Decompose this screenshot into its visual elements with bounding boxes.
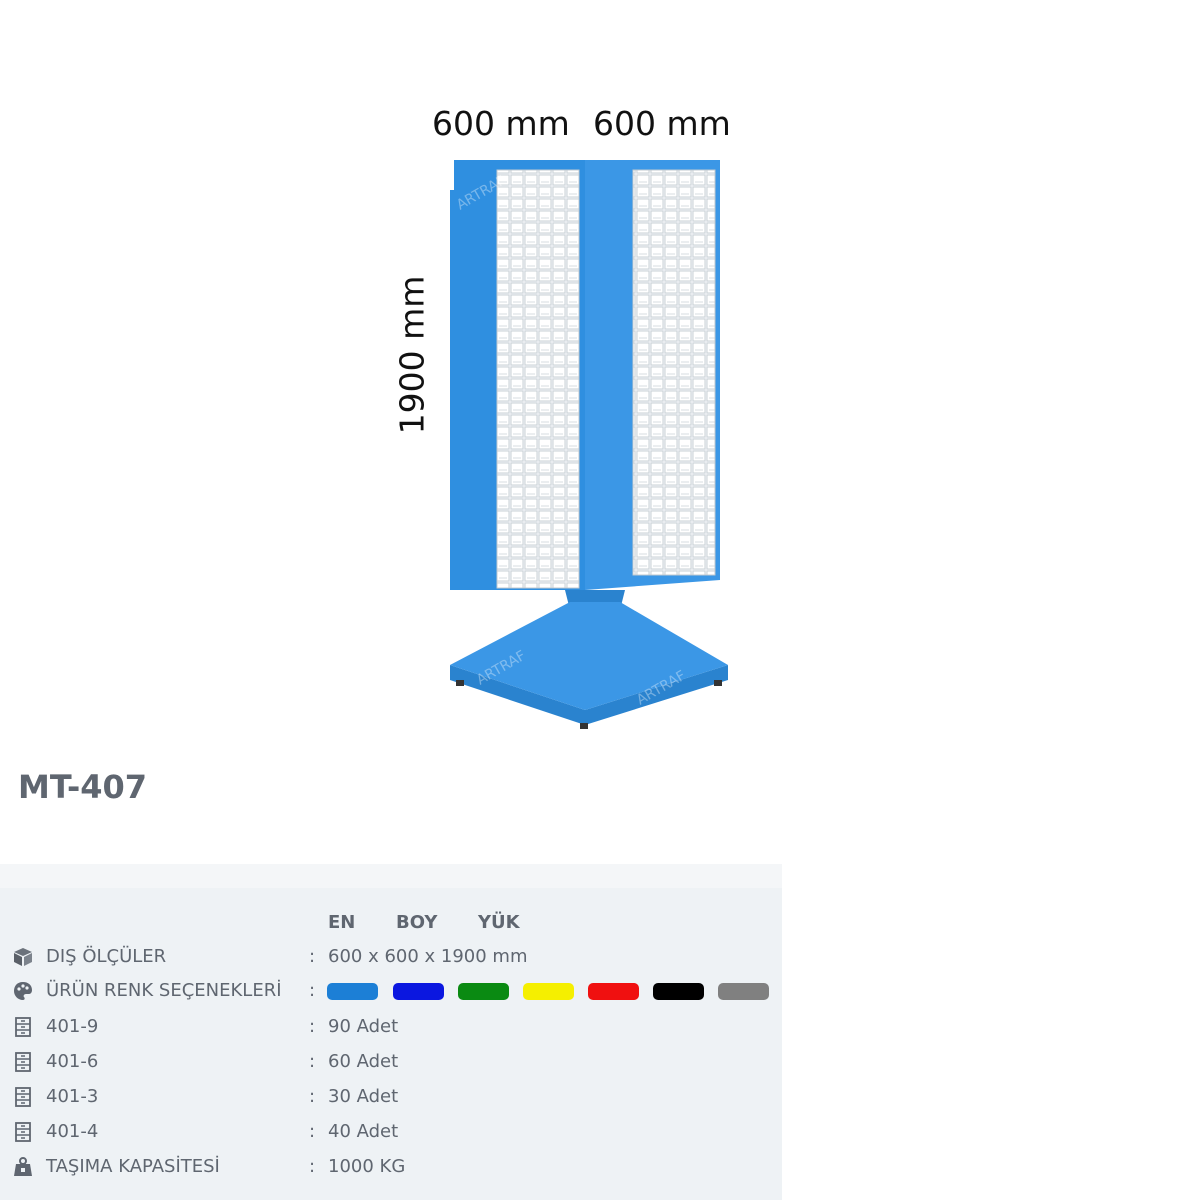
spec-value: 600 x 600 x 1900 mm <box>328 946 528 967</box>
bin-rack-left <box>496 169 580 589</box>
drawer-icon <box>15 1052 31 1072</box>
color-swatch-red[interactable] <box>588 983 639 1000</box>
color-swatch-blue[interactable] <box>327 983 378 1000</box>
drawer-icon <box>15 1017 31 1037</box>
color-swatch-dark-blue[interactable] <box>393 983 444 1000</box>
separator: : <box>309 1051 316 1072</box>
column-header-en: EN <box>328 912 356 933</box>
model-title: MT-407 <box>18 768 148 806</box>
color-swatch-gray[interactable] <box>718 983 769 1000</box>
color-swatch-black[interactable] <box>653 983 704 1000</box>
spec-panel: EN BOY YÜK DIŞ ÖLÇÜLER : 600 x 600 x 190… <box>0 864 782 1200</box>
spec-row-colors: ÜRÜN RENK SEÇENEKLERİ : <box>0 976 782 1006</box>
spec-row-capacity: TAŞIMA KAPASİTESİ : 1000 KG <box>0 1152 782 1182</box>
palette-icon <box>14 982 32 1000</box>
spec-label: 401-6 <box>46 1051 99 1072</box>
product-image: ARTRAF ARTRAF ARTRAF <box>450 160 728 729</box>
spec-value: 60 Adet <box>328 1051 399 1072</box>
spec-label: 401-9 <box>46 1016 99 1037</box>
separator: : <box>309 1121 316 1142</box>
spec-value: 40 Adet <box>328 1121 399 1142</box>
spec-value: 90 Adet <box>328 1016 399 1037</box>
spec-label: ÜRÜN RENK SEÇENEKLERİ <box>46 980 282 1001</box>
spec-row-dimensions: DIŞ ÖLÇÜLER : 600 x 600 x 1900 mm <box>0 942 782 972</box>
spec-row-401-9: 401-9 : 90 Adet <box>0 1012 782 1042</box>
drawer-icon <box>15 1087 31 1107</box>
height-dimension-label: 1900 mm <box>392 275 432 435</box>
column-header-boy: BOY <box>396 912 438 933</box>
spec-label: TAŞIMA KAPASİTESİ <box>46 1156 220 1177</box>
width-dimension-label: 600 mm <box>432 104 570 143</box>
separator: : <box>309 946 316 967</box>
column-header-yuk: YÜK <box>478 912 520 933</box>
spec-row-401-6: 401-6 : 60 Adet <box>0 1047 782 1077</box>
spec-label: DIŞ ÖLÇÜLER <box>46 946 167 967</box>
drawer-icon <box>15 1122 31 1142</box>
spec-value: 30 Adet <box>328 1086 399 1107</box>
weight-icon <box>14 1157 32 1176</box>
spec-value: 1000 KG <box>328 1156 406 1177</box>
separator: : <box>309 1086 316 1107</box>
bin-rack-right <box>632 169 716 576</box>
color-swatch-yellow[interactable] <box>523 983 574 1000</box>
spec-row-401-3: 401-3 : 30 Adet <box>0 1082 782 1112</box>
color-swatch-green[interactable] <box>458 983 509 1000</box>
cabinet-base <box>450 665 728 725</box>
spec-row-401-4: 401-4 : 40 Adet <box>0 1117 782 1147</box>
spec-label: 401-3 <box>46 1086 99 1107</box>
cube-icon <box>14 948 32 966</box>
separator: : <box>309 1156 316 1177</box>
separator: : <box>309 1016 316 1037</box>
separator: : <box>309 980 316 1001</box>
spec-label: 401-4 <box>46 1121 99 1142</box>
depth-dimension-label: 600 mm <box>593 104 731 143</box>
